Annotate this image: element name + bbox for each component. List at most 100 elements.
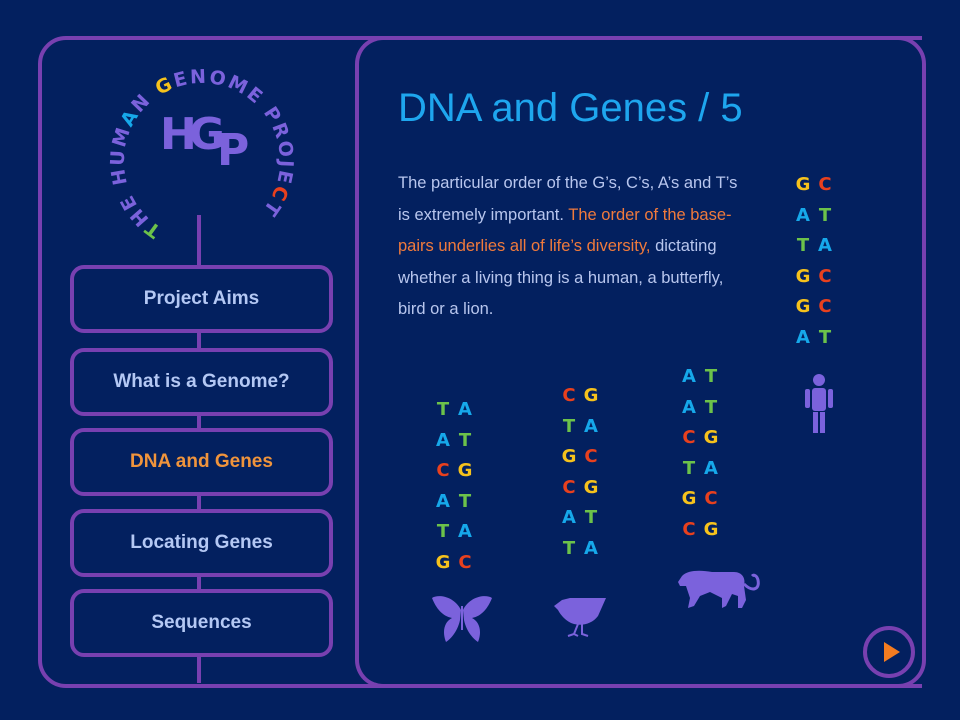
page-title: DNA and Genes / 5 [398,86,743,130]
paragraph-text: dictating whether a living thing is a hu… [398,237,724,318]
base-t: T [818,204,832,226]
base-c: C [562,476,576,498]
base-a: A [562,507,576,528]
lion-icon [678,570,760,608]
base-g: G [457,460,473,481]
nav-label: DNA and Genes [130,451,273,472]
base-c: C [818,296,832,317]
base-a: A [796,326,810,348]
base-t: T [436,521,450,542]
base-a: A [436,429,450,451]
base-t: T [796,235,810,256]
base-g: G [703,518,719,540]
base-g: G [583,476,599,498]
base-g: G [561,446,577,467]
nav-locating-genes[interactable]: Locating Genes [70,509,333,577]
next-button[interactable] [863,626,915,678]
base-c: C [818,174,832,195]
play-arrow-icon [884,642,900,662]
base-a: A [682,366,696,387]
base-t: T [704,366,718,387]
base-c: C [682,427,696,448]
nav-dna-and-genes[interactable]: DNA and Genes [70,428,333,496]
base-a: A [704,457,718,479]
monogram-p: P [216,125,249,176]
hgp-monogram: HGP [160,113,249,173]
nav-label: What is a Genome? [113,371,290,392]
butterfly-icon [432,596,492,642]
bird-icon [554,598,606,637]
base-t: T [562,415,576,437]
base-a: A [818,235,832,256]
nav-label: Locating Genes [130,532,273,553]
base-a: A [584,537,598,559]
base-t: T [458,429,472,451]
base-t: T [458,490,472,512]
base-g: G [703,427,719,448]
base-t: T [562,537,576,559]
base-a: A [458,521,472,542]
base-t: T [436,399,450,420]
base-a: A [436,490,450,512]
base-g: G [435,551,451,573]
base-g: G [795,296,811,317]
paragraph-highlight: The order of the base-pairs underlies al… [398,205,732,256]
base-c: C [562,385,576,406]
base-c: C [704,488,718,509]
nav-sequences[interactable]: Sequences [70,589,333,657]
base-a: A [458,399,472,420]
nav-label: Sequences [151,612,252,633]
base-a: A [796,204,810,226]
nav-project-aims[interactable]: Project Aims [70,265,333,333]
base-c: C [682,518,696,540]
monogram-h: H [160,109,197,160]
base-a: A [682,396,696,418]
base-c: C [436,460,450,481]
base-c: C [818,265,832,287]
base-g: G [795,174,811,195]
base-t: T [682,457,696,479]
monogram-g: G [188,109,225,160]
base-a: A [584,415,598,437]
base-c: C [584,446,598,467]
paragraph-text: The particular order of the G’s, C’s, A’… [398,174,738,224]
base-g: G [583,385,599,406]
base-g: G [795,265,811,287]
nav-what-is-a-genome[interactable]: What is a Genome? [70,348,333,416]
base-c: C [458,551,472,573]
content-panel [355,36,922,688]
base-t: T [704,396,718,418]
base-t: T [818,326,832,348]
nav-label: Project Aims [143,288,260,309]
base-g: G [681,488,697,509]
human-icon [805,374,833,433]
